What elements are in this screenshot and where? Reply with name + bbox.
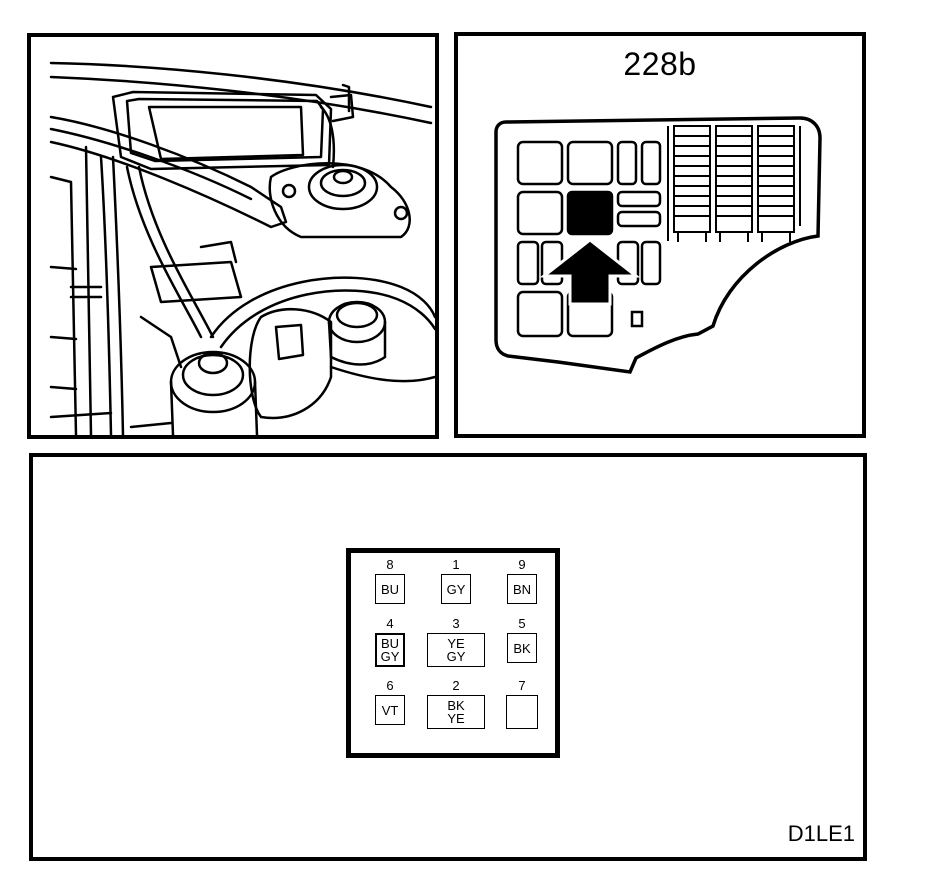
engine-bay-illustration — [27, 33, 439, 439]
pin-1: 1 GY — [429, 558, 483, 604]
wire-color: GY — [380, 649, 400, 664]
wire-color: GY — [446, 581, 466, 597]
pin-wire-box: BK — [507, 633, 537, 663]
pin-wire-box: YE GY — [427, 633, 485, 667]
pin-number: 1 — [452, 557, 460, 572]
diagram-code: D1LE1 — [787, 821, 855, 846]
pin-number: 8 — [386, 557, 394, 572]
pin-number: 3 — [452, 616, 460, 631]
pin-wire-box: BN — [507, 574, 537, 604]
pin-wire-box: BU GY — [375, 633, 405, 667]
pin-9: 9 BN — [495, 558, 549, 604]
wire-color: BK — [447, 698, 465, 713]
pin-3: 3 YE GY — [423, 617, 489, 667]
pin-wire-box: VT — [375, 695, 405, 725]
pin-number: 7 — [518, 678, 526, 693]
pin-2: 2 BK YE — [423, 679, 489, 729]
location-arrow-icon — [539, 238, 641, 306]
wire-color: YE — [447, 636, 465, 651]
highlighted-relay — [566, 190, 614, 236]
fuse-strips — [667, 125, 801, 242]
wire-color: BU — [380, 636, 400, 651]
wire-color: VT — [381, 702, 399, 718]
pin-7: 7 — [495, 679, 549, 729]
pin-wire-box: BU — [375, 574, 405, 604]
pin-number: 6 — [386, 678, 394, 693]
fusebox-panel: 228b — [454, 32, 866, 438]
pin-number: 5 — [518, 616, 526, 631]
pin-wire-box: BK YE — [427, 695, 485, 729]
engine-bay-drawing — [49, 61, 435, 435]
pin-number: 9 — [518, 557, 526, 572]
pin-5: 5 BK — [495, 617, 549, 663]
wire-color: BU — [380, 581, 400, 597]
wire-color: GY — [446, 649, 466, 664]
fusebox-code: 228b — [623, 46, 697, 82]
pin-6: 6 VT — [363, 679, 417, 725]
pin-8: 8 BU — [363, 558, 417, 604]
pin-wire-box-empty — [506, 695, 538, 729]
wire-color: BK — [513, 640, 531, 656]
wire-color: YE — [447, 711, 465, 726]
wire-color: BN — [512, 581, 532, 597]
connector-pinout: 8 BU 1 GY 9 BN 4 BU GY 3 — [346, 548, 560, 758]
pin-wire-box: GY — [441, 574, 471, 604]
fusebox-drawing — [494, 116, 822, 374]
pin-number: 4 — [386, 616, 394, 631]
pin-number: 2 — [452, 678, 460, 693]
pin-4: 4 BU GY — [363, 617, 417, 667]
connector-panel: 8 BU 1 GY 9 BN 4 BU GY 3 — [29, 453, 867, 861]
